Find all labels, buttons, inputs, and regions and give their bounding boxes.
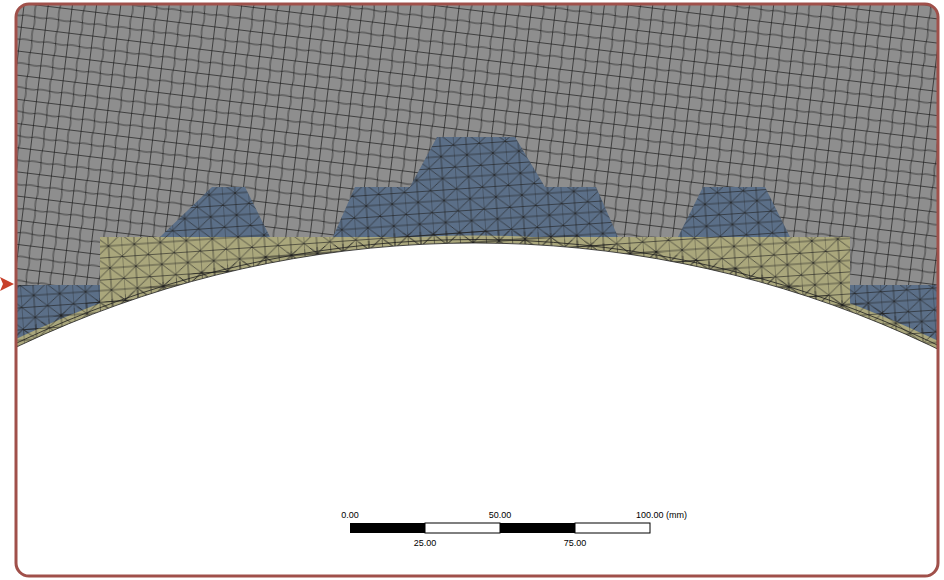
scale-label: 0.00 xyxy=(341,510,359,521)
scale-segment xyxy=(500,523,575,533)
mesh-view xyxy=(16,4,938,576)
scale-segment xyxy=(425,523,500,533)
scale-label: 75.00 xyxy=(564,538,587,549)
yellow-body xyxy=(16,236,938,577)
blue-body xyxy=(16,137,938,576)
scale-label: 100.00 (mm) xyxy=(636,510,687,521)
tri-mesh xyxy=(16,137,938,576)
tri-mesh xyxy=(16,236,938,577)
scale-segment xyxy=(575,523,650,533)
bore-void xyxy=(16,243,938,576)
scale-segment xyxy=(350,523,425,533)
scale-label: 25.00 xyxy=(414,538,437,549)
edge-line xyxy=(16,240,938,577)
scale-label: 50.00 xyxy=(489,510,512,521)
frame xyxy=(16,4,938,576)
pointer-arrow xyxy=(0,277,14,291)
scale-bar xyxy=(350,523,650,533)
